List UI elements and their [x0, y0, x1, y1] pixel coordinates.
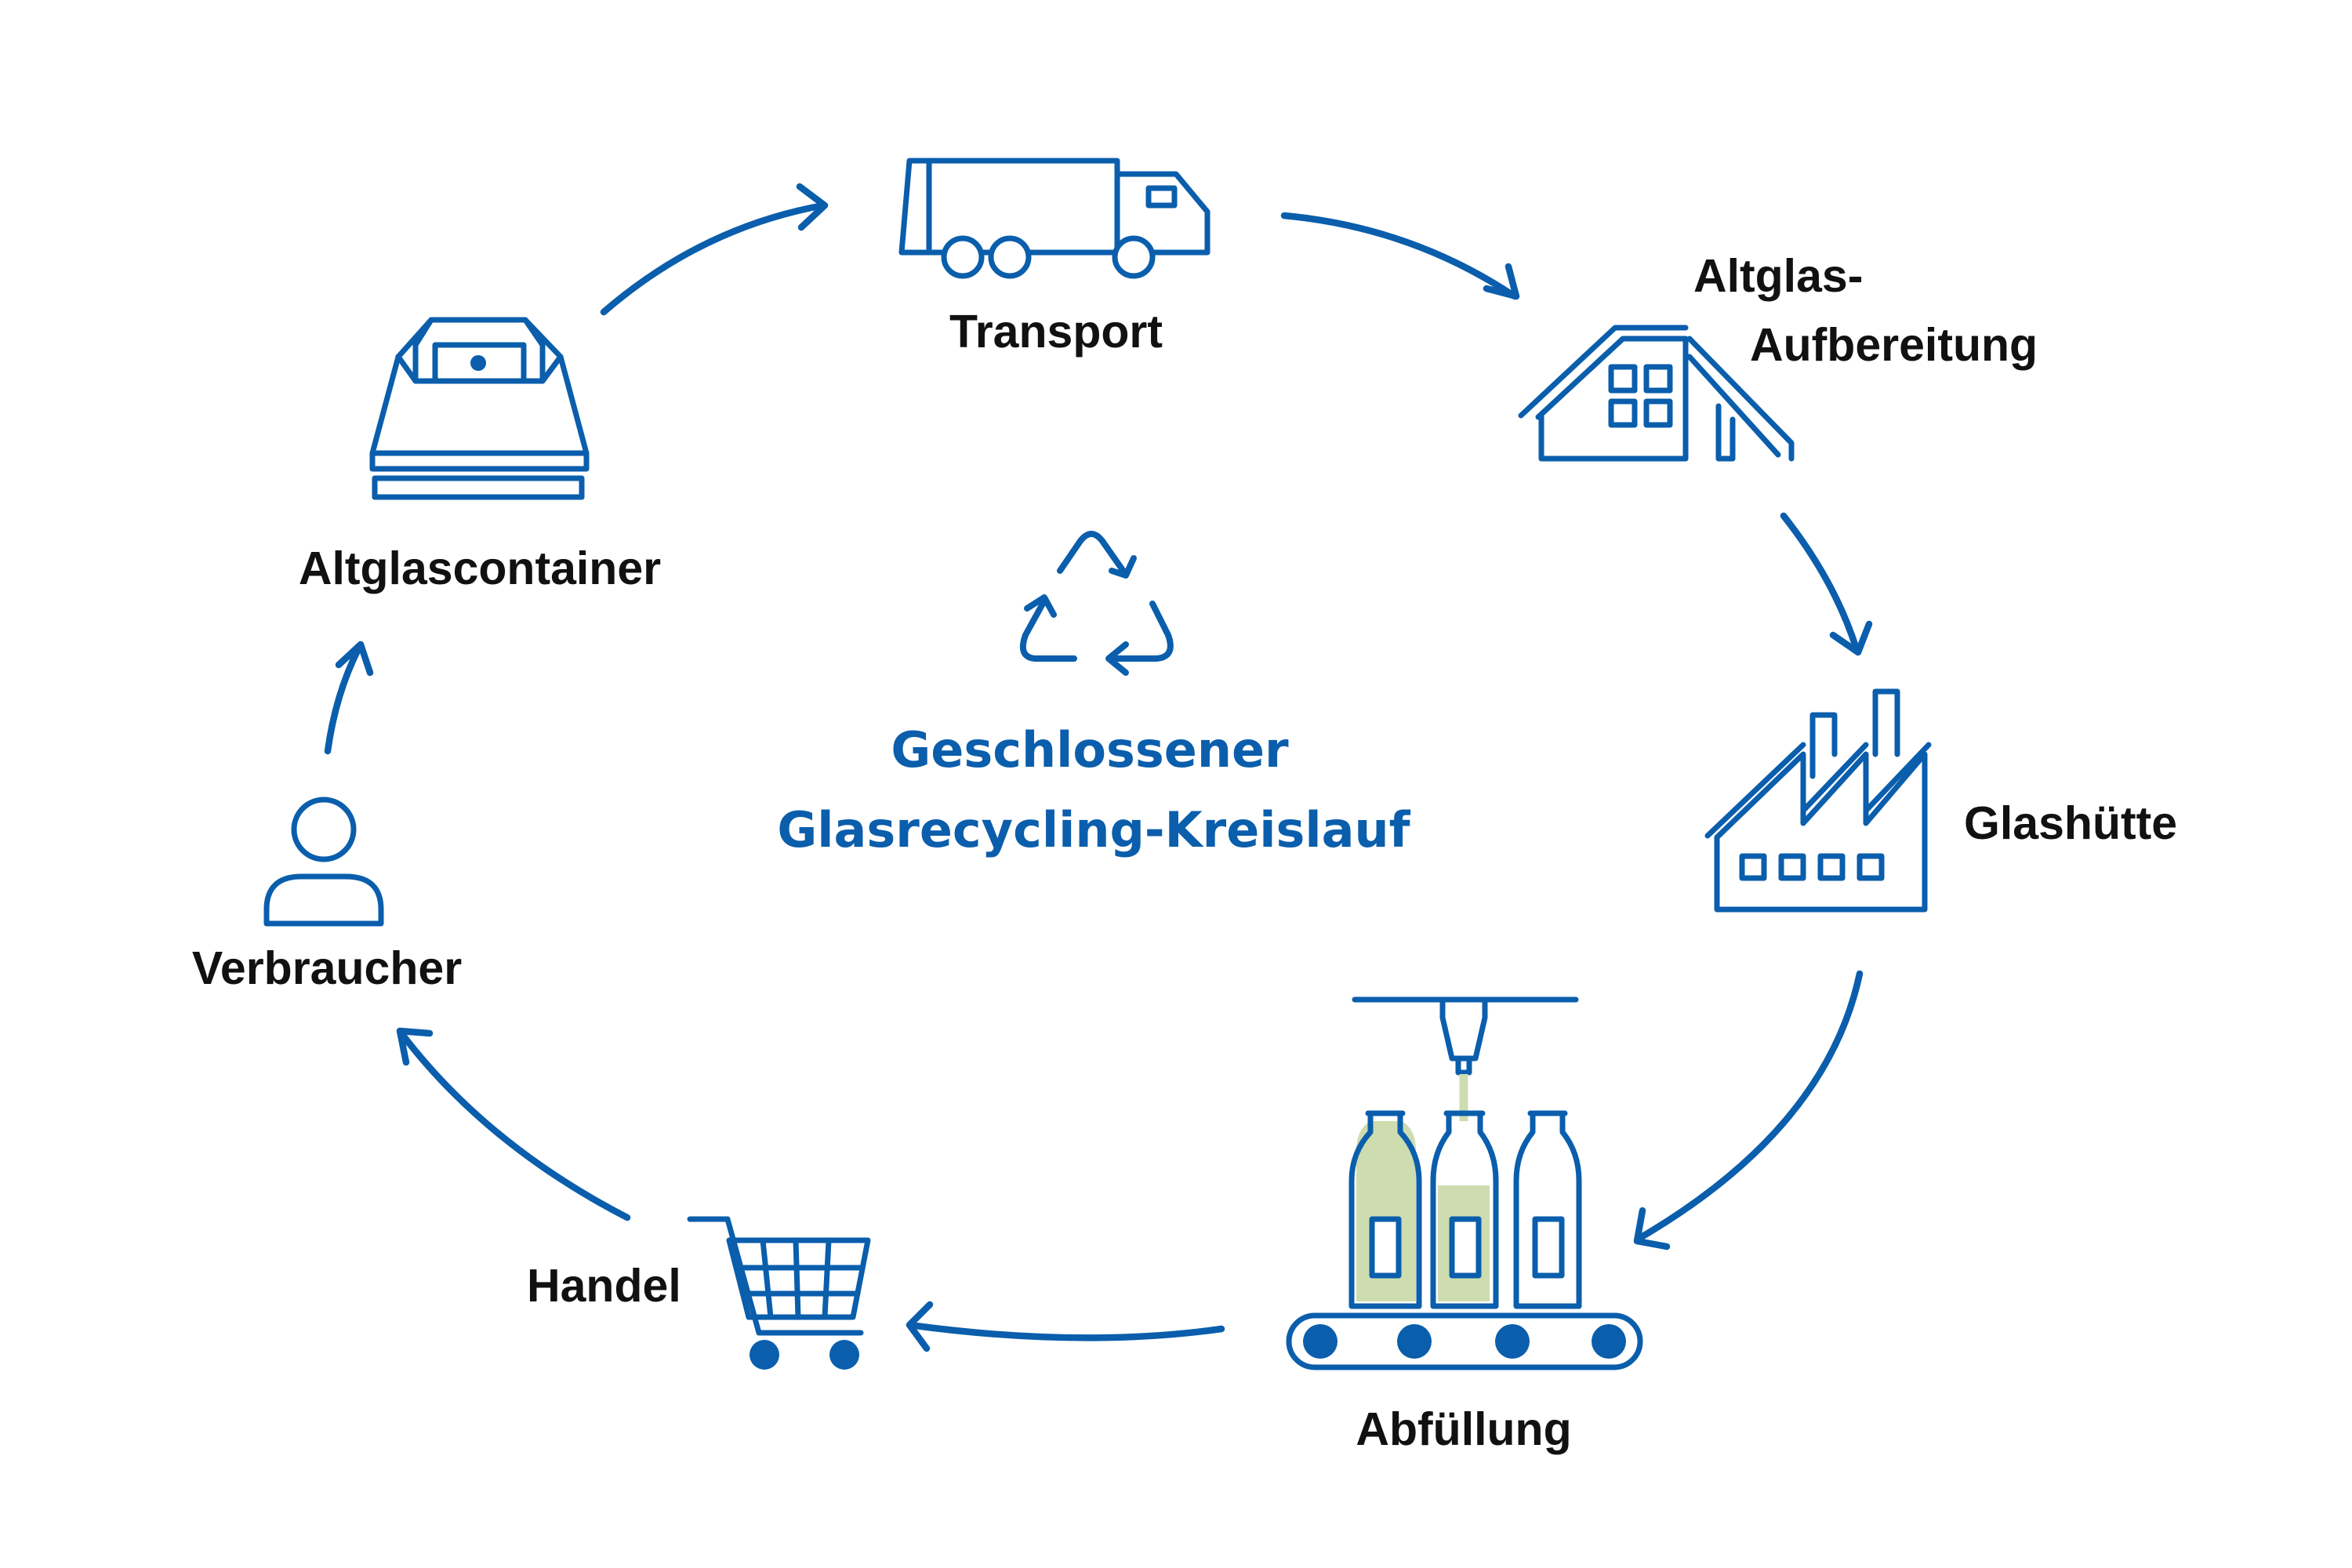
arrow-verbraucher-to-container — [324, 641, 374, 755]
label-glashuette: Glashütte — [1964, 797, 2177, 849]
title-line-2: Glasrecycling-Kreislauf — [777, 801, 1410, 858]
cycle-arrows — [324, 183, 1873, 1352]
step-glashuette: Glashütte — [1704, 688, 2177, 913]
person-icon — [263, 797, 384, 927]
factory-icon — [1704, 688, 1932, 913]
step-altglas-aufbereitung: Altglas- Aufbereitung — [1518, 250, 2038, 462]
label-verbraucher: Verbraucher — [192, 942, 462, 994]
arrow-transport-to-aufbereitung — [1280, 212, 1520, 300]
recycle-icon — [1020, 531, 1174, 676]
label-altglas-line1: Altglas- — [1693, 250, 1863, 302]
title-line-1: Geschlossener — [891, 721, 1289, 779]
arrow-abfuellung-to-handel — [906, 1301, 1225, 1352]
arrow-container-to-transport — [600, 183, 829, 316]
bottling-line-icon — [1286, 996, 1643, 1370]
shopping-cart-icon — [687, 1216, 871, 1370]
label-transport: Transport — [949, 306, 1163, 358]
step-abfuellung: Abfüllung — [1286, 996, 1643, 1455]
label-altglas-line2: Aufbereitung — [1750, 319, 2038, 371]
arrow-aufbereitung-to-glashuette — [1780, 512, 1873, 656]
step-verbraucher: Verbraucher — [192, 797, 462, 994]
glass-container-icon — [369, 317, 590, 500]
diagram-title: Geschlossener Glasrecycling-Kreislauf — [777, 721, 1410, 858]
step-handel: Handel — [527, 1216, 871, 1370]
step-altglascontainer: Altglascontainer — [299, 317, 661, 594]
processing-plant-icon — [1518, 325, 1795, 462]
label-abfuellung: Abfüllung — [1356, 1403, 1571, 1455]
label-altglascontainer: Altglascontainer — [299, 543, 661, 594]
arrow-glashuette-to-abfuellung — [1633, 970, 1864, 1250]
step-transport: Transport — [898, 158, 1210, 358]
truck-icon — [898, 158, 1210, 279]
arrow-handel-to-verbraucher — [396, 1027, 631, 1221]
label-handel: Handel — [527, 1260, 681, 1312]
